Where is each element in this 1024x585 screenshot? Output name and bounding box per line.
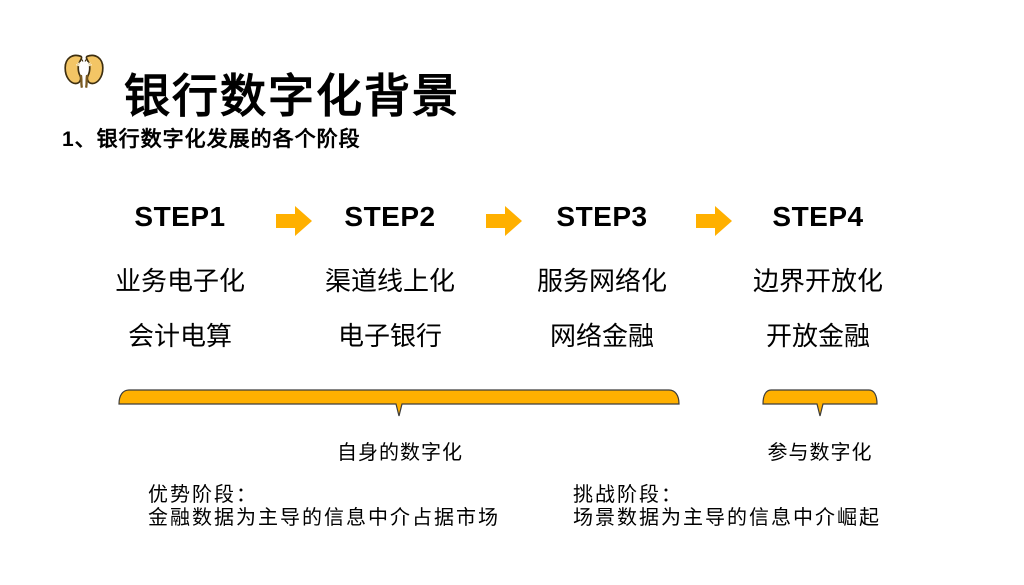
step3-description: 服务网络化 xyxy=(536,266,667,296)
arrow-right-icon xyxy=(696,206,732,236)
step4-label: STEP4 xyxy=(772,201,864,232)
section-heading: 1、银行数字化发展的各个阶段 xyxy=(62,128,361,151)
note-challenge-stage: 挑战阶段： 场景数据为主导的信息中介崛起 xyxy=(573,484,881,530)
step3-label: STEP3 xyxy=(556,201,648,232)
brace-label-participate-digitalization: 参与数字化 xyxy=(767,442,873,464)
arrow-right-icon xyxy=(276,206,312,236)
note-advantage-body: 金融数据为主导的信息中介占据市场 xyxy=(148,507,500,529)
note-challenge-heading: 挑战阶段： xyxy=(573,484,683,506)
underbrace-steps1-3-icon xyxy=(118,389,680,417)
kidneys-icon xyxy=(64,54,104,88)
step3-keyword: 网络金融 xyxy=(549,321,654,351)
note-advantage-heading: 优势阶段： xyxy=(148,484,258,506)
step1-keyword: 会计电算 xyxy=(127,321,232,351)
step4-keyword: 开放金融 xyxy=(765,321,870,351)
note-advantage-stage: 优势阶段： 金融数据为主导的信息中介占据市场 xyxy=(148,484,500,530)
underbrace-step4-icon xyxy=(762,389,878,417)
step1-description: 业务电子化 xyxy=(114,266,245,296)
slide-title: 银行数字化背景 xyxy=(124,69,460,122)
step1-label: STEP1 xyxy=(134,201,226,232)
step2-keyword: 电子银行 xyxy=(337,321,442,351)
step2-label: STEP2 xyxy=(344,201,436,232)
note-challenge-body: 场景数据为主导的信息中介崛起 xyxy=(573,507,881,529)
step2-description: 渠道线上化 xyxy=(324,266,455,296)
brace-label-self-digitalization: 自身的数字化 xyxy=(337,442,463,464)
step4-description: 边界开放化 xyxy=(752,266,883,296)
arrow-right-icon xyxy=(486,206,522,236)
